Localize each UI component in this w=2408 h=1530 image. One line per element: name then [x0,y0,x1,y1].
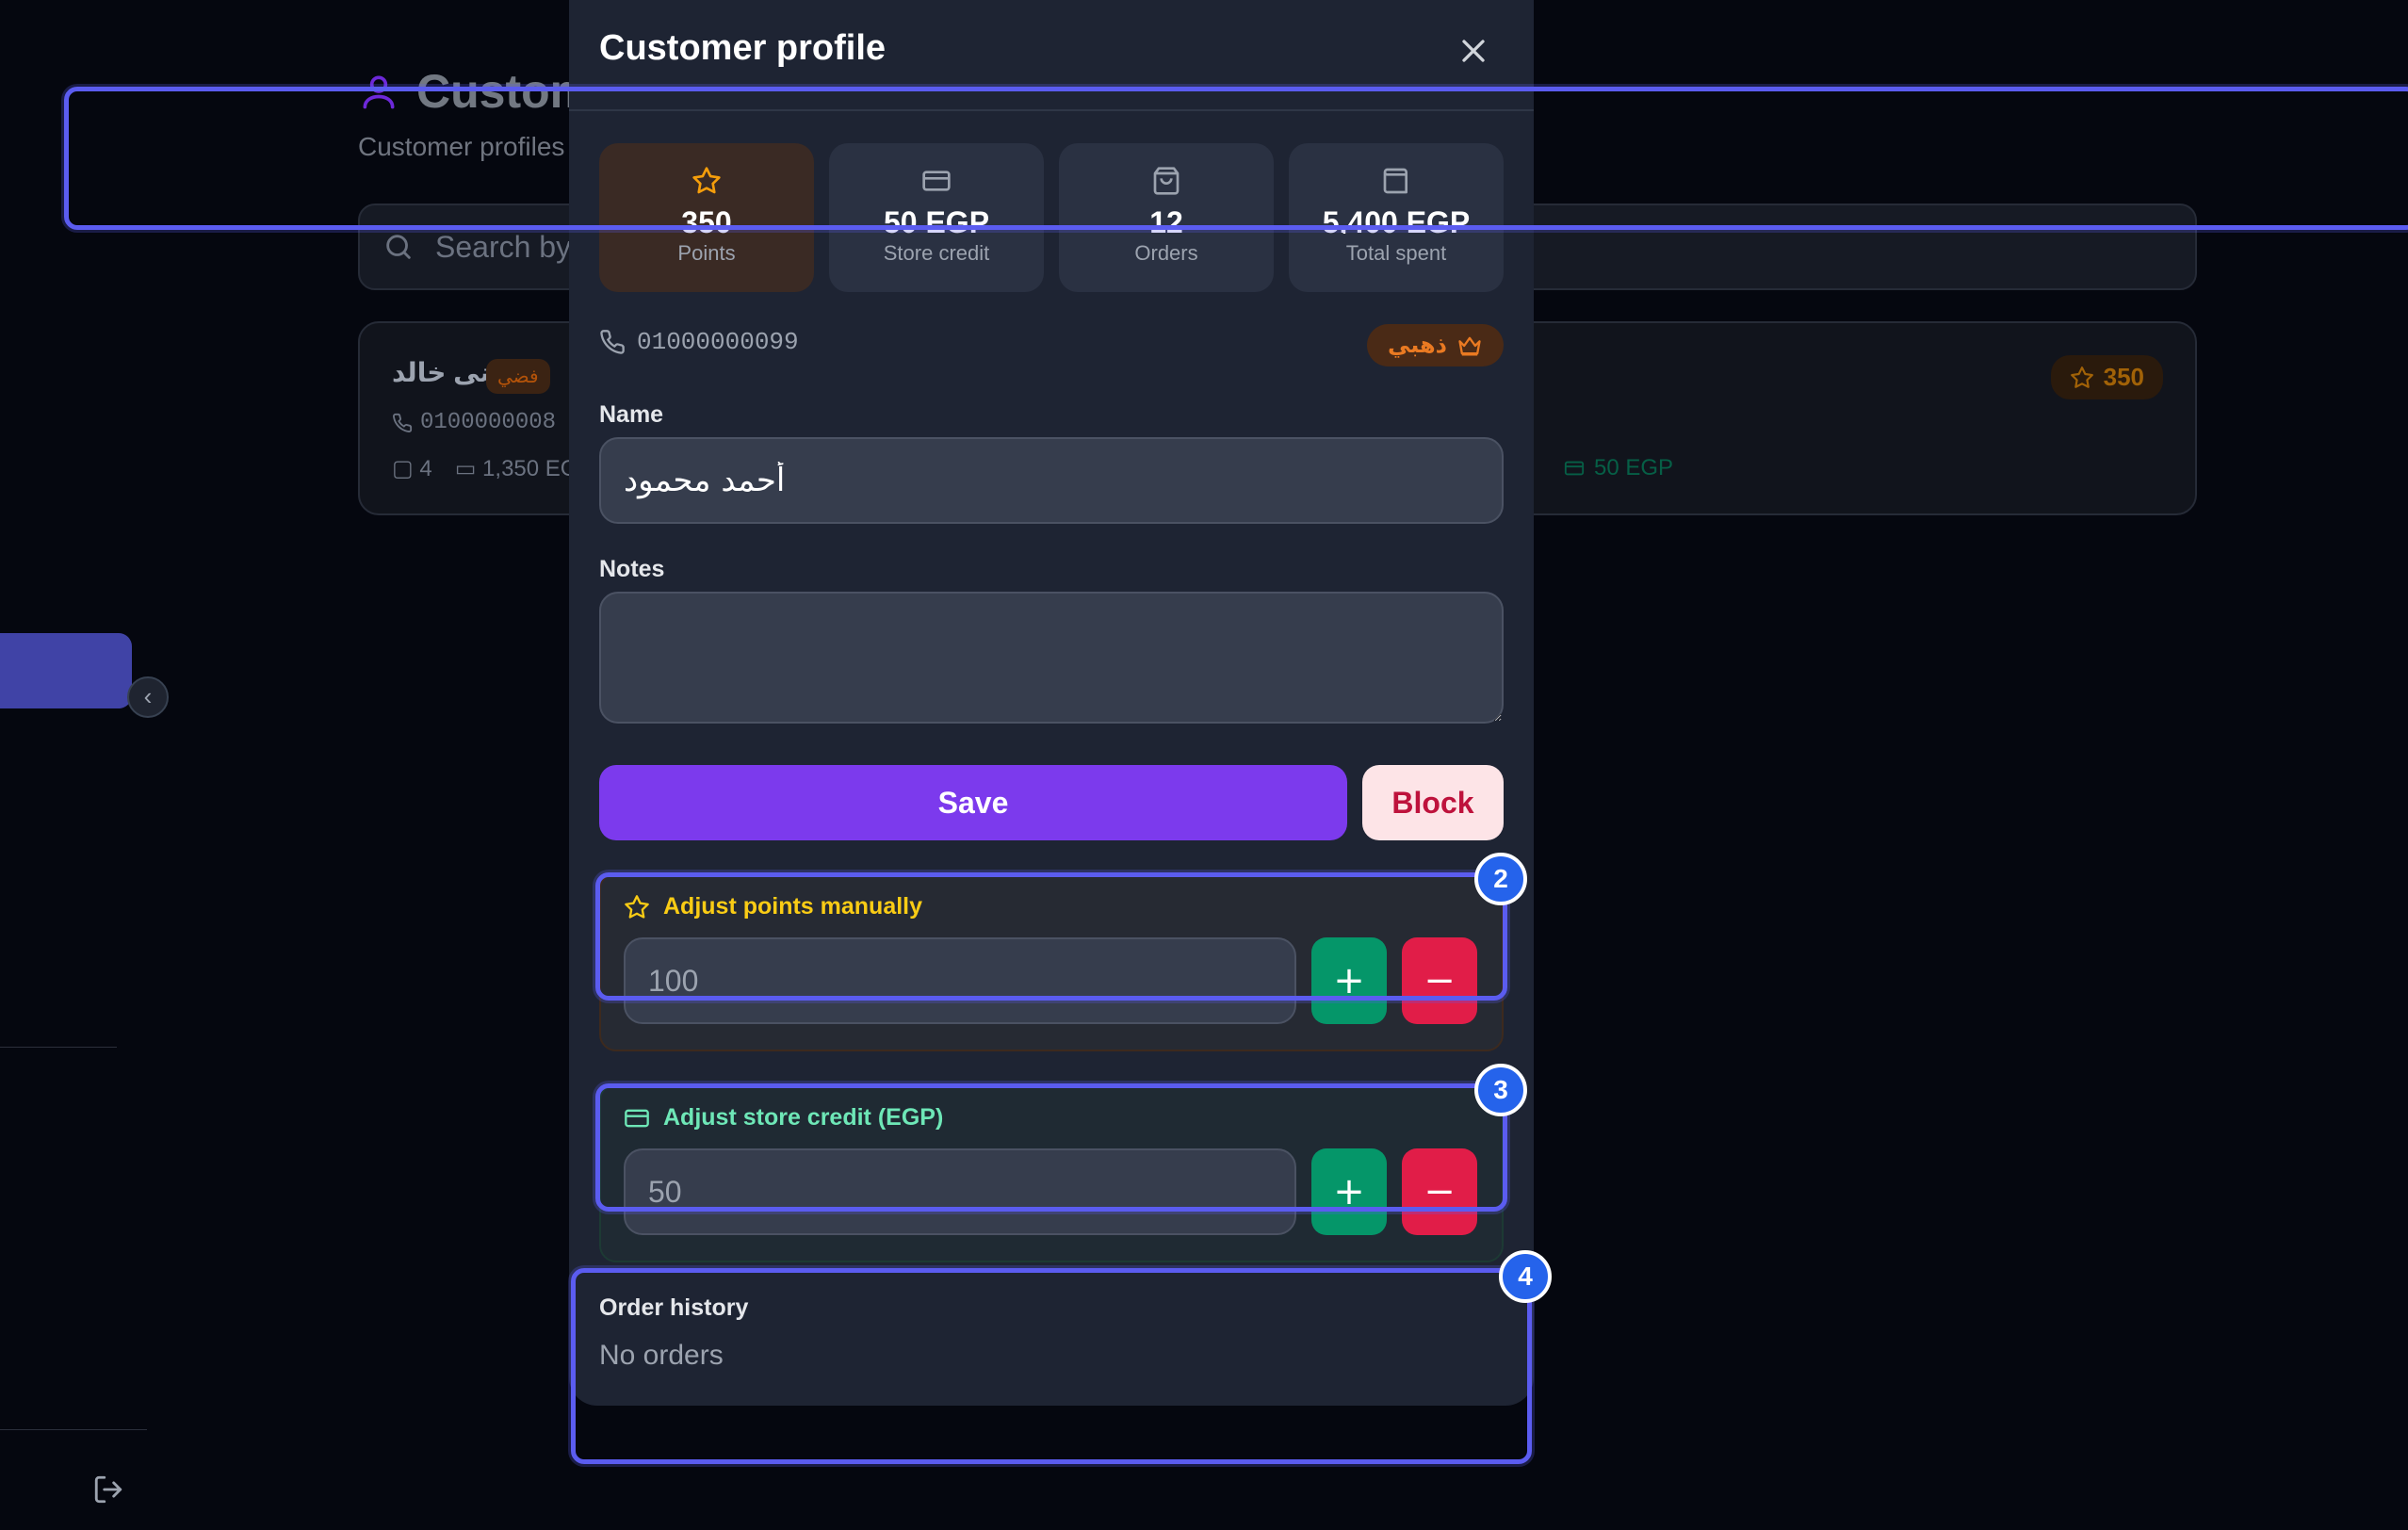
stat-store-credit: 50 EGP Store credit [829,143,1044,292]
page-header: Custom [358,64,592,119]
adjust-credit-title: Adjust store credit (EGP) [663,1104,944,1131]
sidebar-divider [0,1429,147,1430]
credit-card-icon [1564,461,1585,476]
star-icon [2070,366,2093,388]
add-points-button[interactable]: + [1311,937,1387,1024]
phone-icon [393,413,413,432]
sidebar-collapse-button[interactable]: ‹ [127,676,169,718]
customer-points-value: 350 [2103,363,2144,391]
customer-stats: ▢ 4 ▭ 1,350 EG [392,455,578,482]
modal-header: Customer profile [569,0,1534,111]
adjust-points-header: Adjust points manually [624,893,1479,920]
stat-label: Total spent [1345,241,1447,265]
adjust-points-row: + − [624,937,1479,1024]
sidebar-active-item[interactable] [0,633,132,708]
customer-phone: 01000000099 [599,328,799,356]
stat-value: 50 EGP [883,207,990,234]
stat-label: Orders [1134,241,1198,265]
stat-label: Store credit [883,241,990,265]
logout-icon[interactable] [92,1473,124,1506]
page-title: Custom [416,65,593,118]
page-subtitle: Customer profiles [358,132,565,161]
shopping-bag-icon [1153,167,1180,195]
customer-phone-text: 0100000008 [420,410,557,435]
highlight-badge-4: 4 [1499,1250,1552,1303]
customer-points-badge: 350 [2050,355,2163,399]
customer-tier-badge: فضي [486,359,550,394]
subtract-points-button[interactable]: − [1402,937,1477,1024]
name-label: Name [599,401,664,428]
stat-orders: 12 Orders [1059,143,1274,292]
customer-spent: ▭ 1,350 EG [454,456,578,481]
phone-icon [600,330,625,354]
customer-orders: ▢ 4 [392,456,432,481]
highlight-badge-3: 3 [1474,1064,1527,1116]
customer-credit-amount: 50 EGP [1594,455,1674,480]
order-history-title: Order history [599,1294,749,1321]
customer-profile-modal: Customer profile 350 Points 50 EGP Store… [569,0,1534,1406]
credit-card-icon [625,1109,649,1127]
search-placeholder: Search by [435,229,572,264]
crown-icon [1458,336,1481,355]
highlight-badge-2: 2 [1474,853,1527,905]
search-icon [386,235,411,259]
order-history-empty: No orders [599,1340,724,1371]
modal-title: Customer profile [599,28,887,68]
notes-field[interactable] [599,592,1504,724]
phone-number: 01000000099 [637,328,799,356]
stat-value: 350 [681,207,732,234]
star-icon [692,167,721,194]
sidebar-divider [0,1047,117,1048]
customer-credit: 50 EGP [1564,455,1673,481]
credit-card-icon [922,171,951,191]
adjust-points-panel: Adjust points manually + − [599,872,1504,1051]
star-icon [625,894,649,919]
stat-total-spent: 5,400 EGP Total spent [1289,143,1504,292]
points-amount-input[interactable] [624,937,1296,1024]
add-credit-button[interactable]: + [1311,1148,1387,1235]
adjust-credit-row: + − [624,1148,1479,1235]
adjust-credit-header: Adjust store credit (EGP) [624,1104,1479,1131]
notes-label: Notes [599,556,665,582]
stats-row: 350 Points 50 EGP Store credit 12 Orders… [599,143,1504,292]
user-icon [363,75,395,109]
stat-value: 12 [1149,207,1183,234]
tier-badge: ذهبي [1366,324,1504,366]
tier-label: ذهبي [1387,333,1447,358]
close-icon[interactable] [1455,32,1492,70]
save-button[interactable]: Save [599,765,1347,840]
customer-phone: 0100000008 [392,410,556,435]
wallet-icon [1383,168,1407,194]
stat-label: Points [677,241,736,265]
stat-value: 5,400 EGP [1322,207,1471,234]
adjust-points-title: Adjust points manually [663,893,923,920]
adjust-credit-panel: Adjust store credit (EGP) + − [599,1083,1504,1262]
stat-points: 350 Points [599,143,814,292]
block-button[interactable]: Block [1362,765,1504,840]
name-field[interactable] [599,437,1504,524]
customer-orders-count: 4 [419,456,432,481]
customer-spent-amount: 1,350 EG [482,456,578,481]
subtract-credit-button[interactable]: − [1402,1148,1477,1235]
credit-amount-input[interactable] [624,1148,1296,1235]
